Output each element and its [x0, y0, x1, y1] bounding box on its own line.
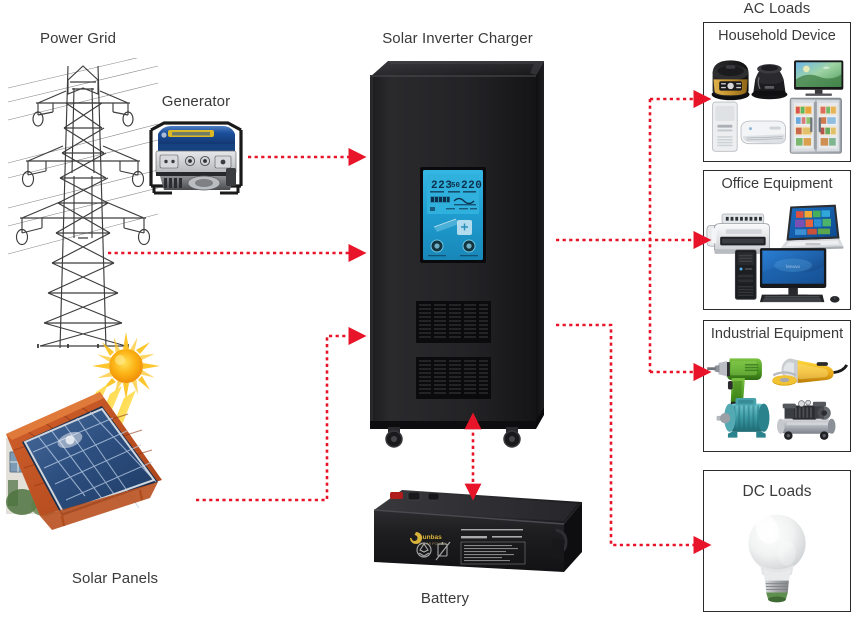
load-box-office[interactable]: Office Equipment — [703, 170, 851, 310]
dc-loads-title: DC Loads — [742, 483, 812, 500]
office-equipment-title: Office Equipment — [721, 176, 833, 192]
office-equipment-art: lenovo — [704, 197, 850, 305]
svg-text:SOLAR POWER: SOLAR POWER — [419, 542, 446, 546]
rooftop-solar-panel-icon — [0, 330, 240, 560]
solar-panels-label: Solar Panels — [71, 570, 159, 587]
ac-loads-header: AC Loads — [743, 0, 811, 17]
svg-text:223: 223 — [431, 180, 452, 192]
solar-inverter-charger-icon: 223 50 220 — [358, 55, 556, 450]
inverter-label: Solar Inverter Charger — [382, 30, 533, 47]
industrial-equipment-title: Industrial Equipment — [710, 326, 844, 342]
svg-text:50: 50 — [451, 182, 461, 190]
power-grid-label: Power Grid — [39, 30, 117, 47]
svg-text:lenovo: lenovo — [786, 264, 800, 270]
load-box-dc[interactable]: DC Loads — [703, 470, 851, 612]
dc-loads-art — [704, 507, 850, 607]
household-device-art — [704, 49, 850, 157]
load-box-household[interactable]: Household Device — [703, 22, 851, 162]
portable-generator-icon — [142, 112, 250, 198]
battery-label: Battery — [420, 590, 470, 607]
svg-text:220: 220 — [461, 180, 482, 192]
lead-acid-battery-icon: sunbas SOLAR POWER — [368, 480, 588, 585]
svg-text:sunbas: sunbas — [419, 534, 442, 541]
household-device-title: Household Device — [718, 28, 836, 44]
load-box-industrial[interactable]: Industrial Equipment — [703, 320, 851, 452]
generator-label: Generator — [161, 93, 231, 110]
industrial-equipment-art — [704, 347, 850, 447]
transmission-tower-icon — [7, 52, 159, 349]
